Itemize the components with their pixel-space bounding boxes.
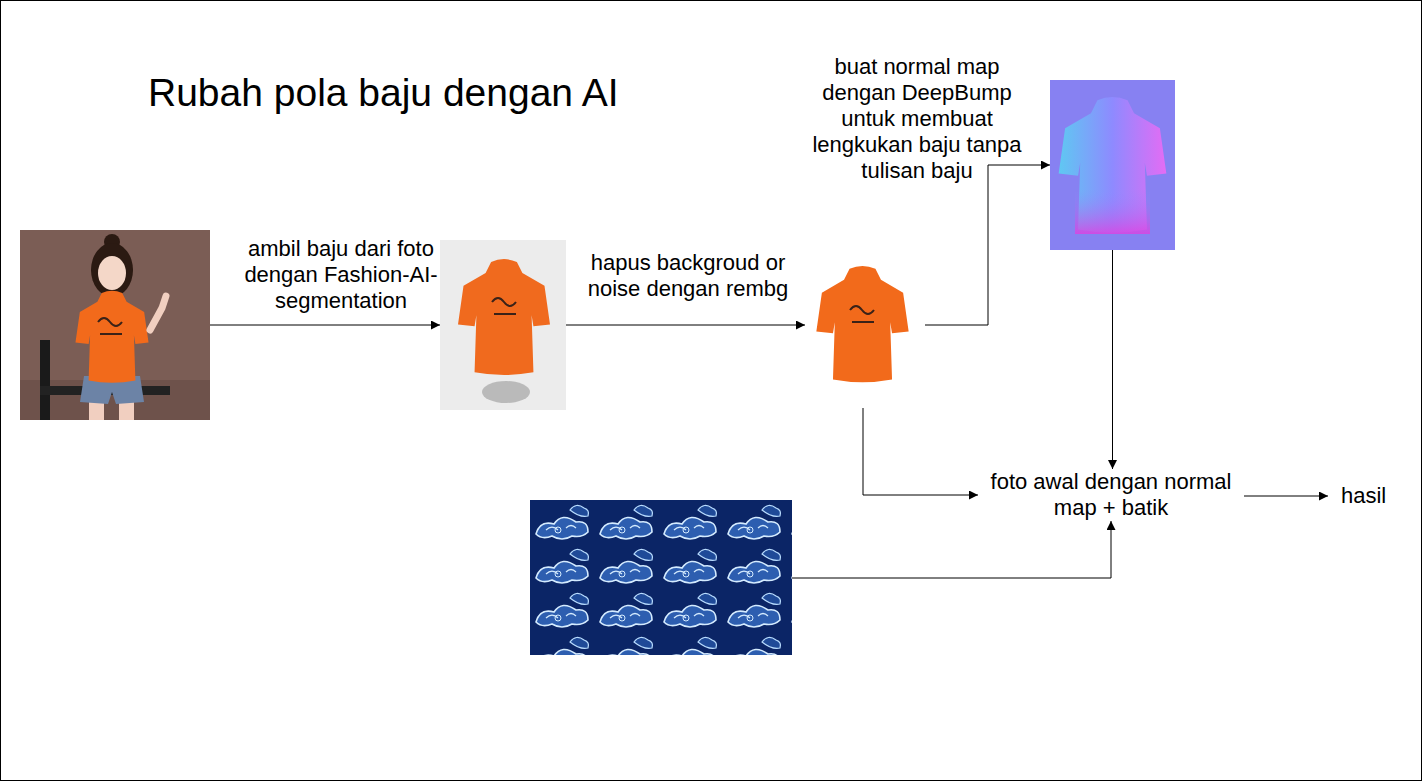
face <box>98 256 126 290</box>
segment-noise <box>482 381 530 403</box>
batik-ground <box>530 500 792 655</box>
flow-arrow <box>792 521 1111 578</box>
title-box: Rubah pola baju dengan AI <box>148 70 619 116</box>
chair-leg <box>40 340 50 420</box>
batik-pattern <box>530 500 792 655</box>
edge-label-box: ambil baju dari foto dengan Fashion-AI-s… <box>242 236 440 314</box>
segmented-shirt <box>440 240 566 410</box>
shirt-print <box>850 306 874 322</box>
batik-node <box>530 500 792 655</box>
combine-step: foto awal dengan normal map + batik <box>978 469 1244 521</box>
flow-arrow <box>1112 250 1113 469</box>
segmented-shirt-node <box>440 240 566 410</box>
arm <box>150 296 166 330</box>
edge-label-box: hapus backgroud or noise dengan rembg <box>583 250 793 302</box>
flow-arrow <box>210 325 440 326</box>
diagram-title: Rubah pola baju dengan AI <box>148 70 619 116</box>
photo-background <box>20 230 210 420</box>
edge-label-box: buat normal map dengan DeepBump untuk me… <box>802 54 1032 184</box>
source-photo <box>20 230 210 420</box>
shirt-print <box>492 298 516 314</box>
flow-arrow <box>1244 496 1328 497</box>
normal-map-node <box>1050 80 1175 250</box>
normal-map-fold <box>1075 190 1150 234</box>
edge-label: hapus backgroud or noise dengan rembg <box>583 250 793 302</box>
clean-shirt-node <box>805 262 925 408</box>
normal-map-background <box>1050 80 1175 250</box>
normal-map <box>1050 80 1175 250</box>
source-photo-node <box>20 230 210 420</box>
result-text-node: hasil <box>1328 483 1390 509</box>
shirt-print <box>98 318 122 334</box>
segment-background <box>440 240 566 410</box>
node-text: hasil <box>1341 483 1386 509</box>
segment-shirt <box>458 259 550 375</box>
flow-arrow <box>863 408 978 495</box>
batik-clouds <box>530 500 792 655</box>
clean-shirt <box>816 266 908 382</box>
edge-label: buat normal map dengan DeepBump untuk me… <box>802 54 1032 184</box>
edge-label: ambil baju dari foto dengan Fashion-AI-s… <box>242 236 440 314</box>
hoodie <box>75 291 148 383</box>
flow-arrow <box>566 325 805 326</box>
node-text: foto awal dengan normal map + batik <box>986 469 1236 521</box>
flow-arrow <box>925 165 1050 325</box>
hair <box>91 243 133 297</box>
clean-shirt-shape <box>816 266 908 382</box>
